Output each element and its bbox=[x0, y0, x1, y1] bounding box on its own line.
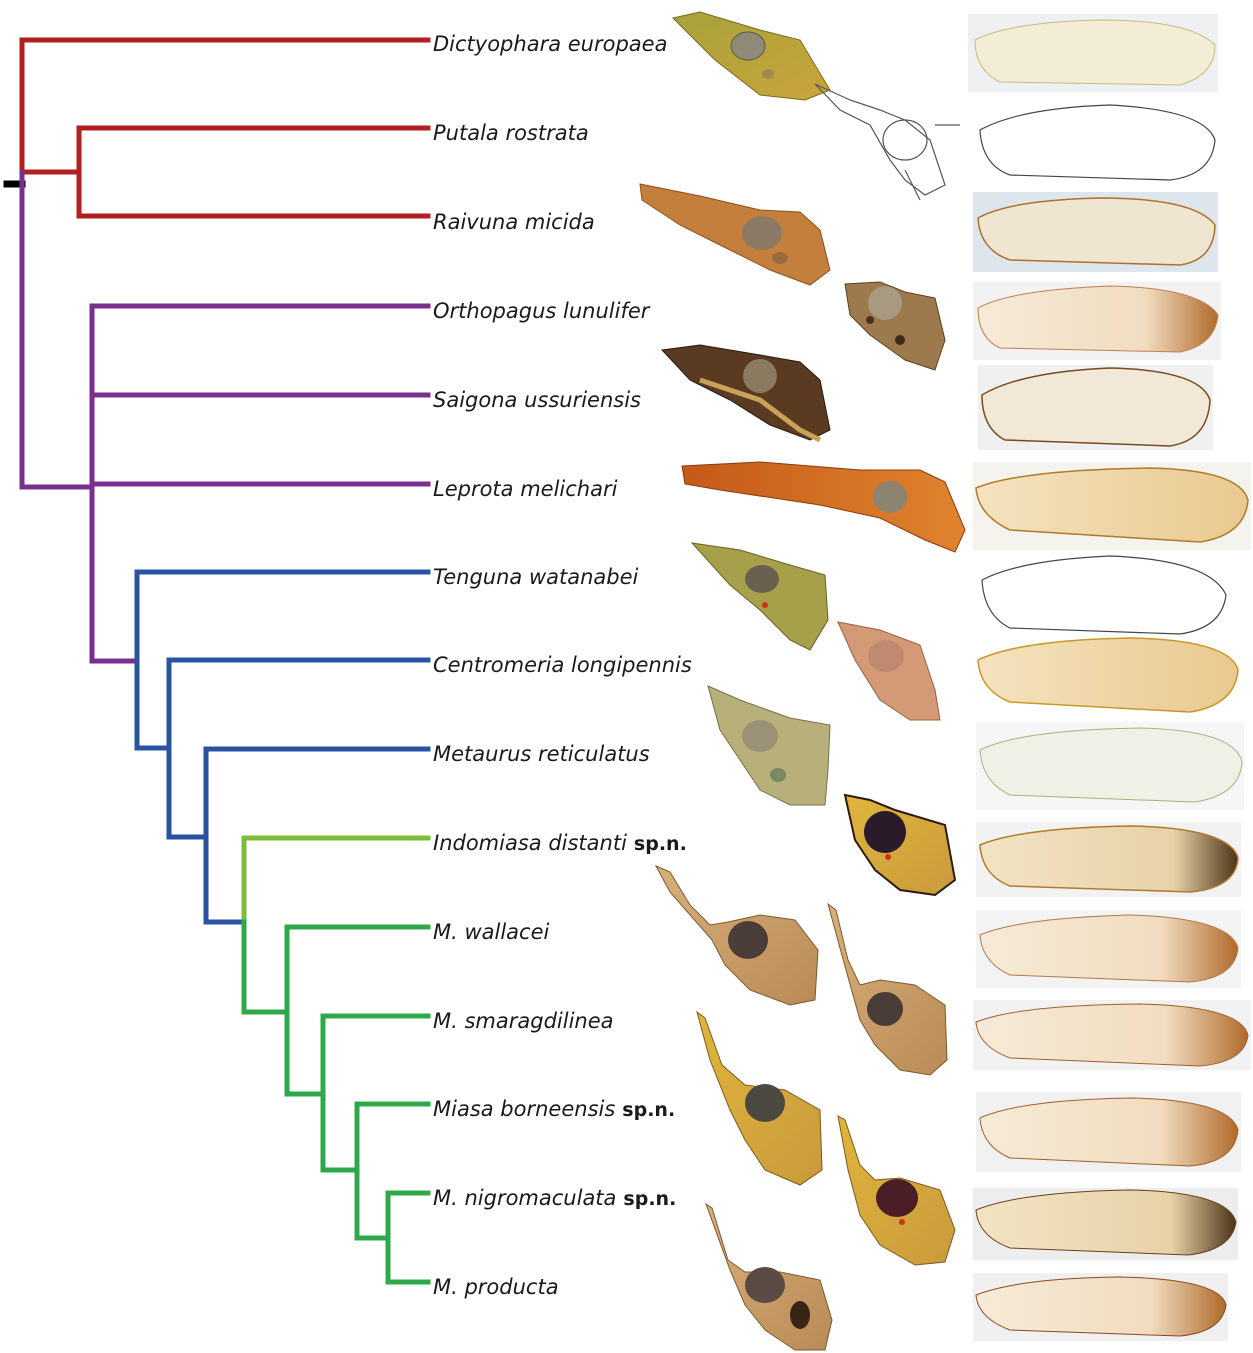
taxon-label-m-smaragdilinea: M. smaragdilinea bbox=[433, 1009, 614, 1033]
head-m-smaragdilinea-image bbox=[828, 904, 947, 1075]
wing-raivuna-image bbox=[978, 198, 1215, 265]
head-centromeria-image bbox=[838, 622, 940, 720]
head-orthopagus-image bbox=[845, 282, 945, 370]
wing-m-producta-image bbox=[976, 1277, 1226, 1336]
wing-specimen-images bbox=[968, 14, 1251, 1341]
head-m-wallacei-image bbox=[656, 866, 818, 1005]
head-m-nigromaculata-image bbox=[838, 1116, 955, 1265]
head-indomiasa-image bbox=[845, 795, 955, 895]
taxon-label-orthopagus: Orthopagus lunulifer bbox=[433, 299, 651, 323]
wing-centromeria-image bbox=[978, 638, 1238, 712]
head-m-producta-image bbox=[706, 1204, 832, 1350]
wing-orthopagus-image bbox=[978, 286, 1218, 352]
head-tenguna-image bbox=[692, 543, 828, 650]
phylogenetic-tree bbox=[7, 40, 428, 1282]
wing-m-nigromaculata-image bbox=[976, 1190, 1236, 1255]
taxon-label-saigona: Saigona ussuriensis bbox=[433, 388, 641, 412]
wing-dictyophara-image bbox=[975, 20, 1215, 85]
taxon-label-indomiasa: Indomiasa distantisp.n. bbox=[433, 831, 687, 855]
head-leprota-image bbox=[682, 462, 965, 552]
miasa-clade bbox=[244, 922, 428, 1282]
taxon-label-dictyophara: Dictyophara europaea bbox=[433, 32, 667, 56]
head-putala-drawing bbox=[815, 84, 960, 200]
taxon-label-m-nigromaculata: M. nigromaculatasp.n. bbox=[433, 1186, 676, 1210]
taxon-label-raivuna: Raivuna micida bbox=[433, 210, 595, 234]
purple-clade bbox=[22, 172, 428, 661]
head-raivuna-image bbox=[640, 184, 830, 285]
head-dictyophara-image bbox=[673, 12, 830, 100]
blue-clade bbox=[137, 572, 428, 922]
wing-m-smaragdilinea-image bbox=[976, 1004, 1248, 1066]
taxon-label-putala: Putala rostrata bbox=[433, 121, 589, 145]
taxon-label-tenguna: Tenguna watanabei bbox=[433, 565, 639, 589]
wing-miasa-borneensis-image bbox=[980, 1098, 1238, 1166]
head-metaurus-image bbox=[708, 686, 830, 805]
taxon-label-miasa-borneensis: Miasa borneensissp.n. bbox=[433, 1097, 675, 1121]
taxon-labels: Dictyophara europaea Putala rostrata Rai… bbox=[433, 32, 692, 1299]
taxon-label-metaurus: Metaurus reticulatus bbox=[433, 742, 650, 766]
wing-putala-drawing bbox=[980, 105, 1215, 180]
wing-indomiasa-image bbox=[980, 826, 1238, 892]
head-miasa-borneensis-image bbox=[697, 1012, 822, 1185]
head-specimen-images bbox=[640, 12, 965, 1350]
taxon-label-centromeria: Centromeria longipennis bbox=[433, 653, 692, 677]
taxon-label-leprota: Leprota melichari bbox=[433, 477, 618, 501]
indomiasa-branch bbox=[244, 838, 428, 922]
outgroup-clade bbox=[22, 40, 428, 216]
wing-leprota-image bbox=[976, 468, 1248, 542]
wing-m-wallacei-image bbox=[980, 915, 1238, 982]
wing-tenguna-drawing bbox=[982, 556, 1226, 634]
taxon-label-m-wallacei: M. wallacei bbox=[433, 920, 550, 944]
taxon-label-m-producta: M. producta bbox=[433, 1275, 559, 1299]
wing-metaurus-image bbox=[980, 728, 1242, 802]
head-saigona-image bbox=[662, 345, 830, 440]
